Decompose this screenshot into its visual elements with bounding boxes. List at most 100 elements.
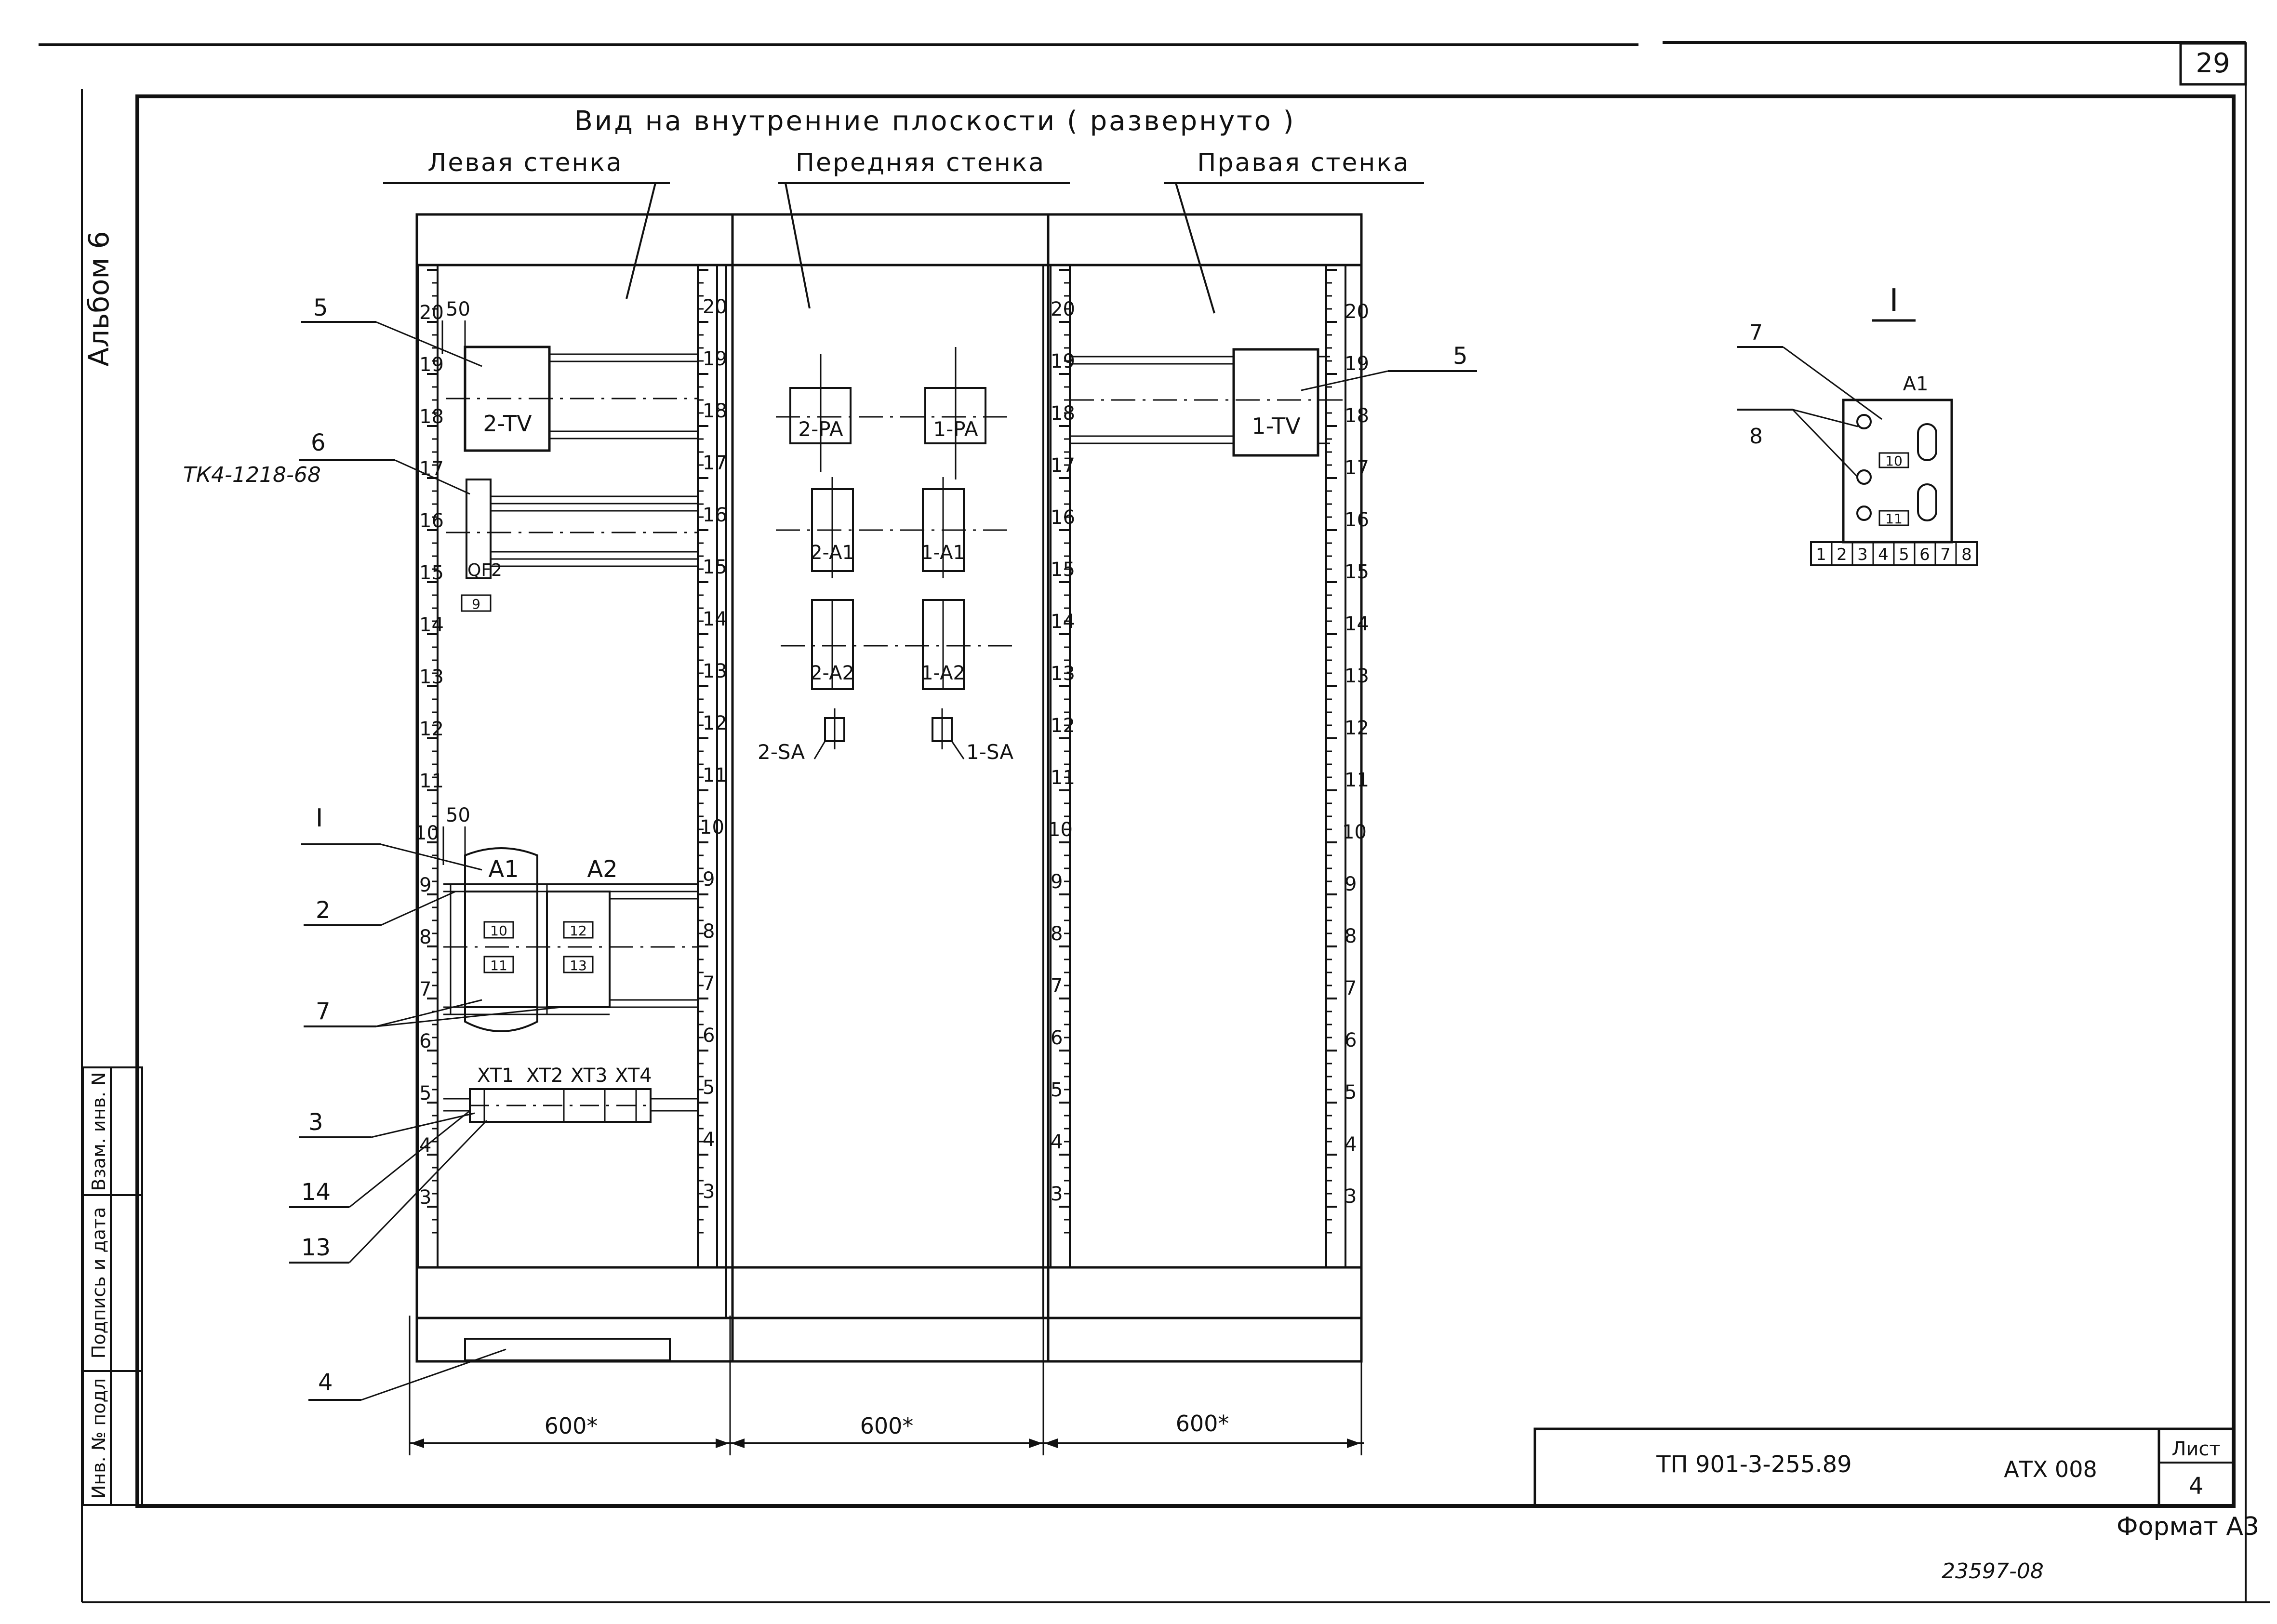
scale-r1-17: 17	[1051, 454, 1075, 477]
scale-l2-13: 13	[703, 660, 727, 682]
scale-r2-11: 11	[1345, 769, 1369, 791]
scale-l1-14: 14	[419, 614, 444, 636]
doc-code: ТП 901-3-255.89	[1656, 1451, 1851, 1478]
xt4-label: XT4	[615, 1065, 652, 1087]
callout-6: 6	[311, 429, 326, 456]
scale-r2-10: 10	[1342, 821, 1367, 843]
scale-l2-17: 17	[703, 452, 727, 474]
main-title: Вид на внутренние плоскости ( развернуто…	[574, 106, 1295, 137]
box-13-label: 13	[570, 958, 587, 973]
title-block: ТП 901-3-255.89 АТХ 008 Лист 4 Формат А3…	[1533, 1427, 2259, 1584]
xt1-label: XT1	[477, 1065, 514, 1087]
callout-7-left: 7	[316, 998, 331, 1025]
part-ref-tk4: ТК4-1218-68	[183, 463, 321, 487]
scale-r1-16: 16	[1051, 506, 1075, 529]
scale-markings: 20 19 18 17 16 15 14 13 12 11 10 9 8 7 6…	[414, 269, 1369, 1234]
scale-r1-8: 8	[1051, 923, 1063, 945]
callout-5-right: 5	[1453, 343, 1468, 370]
width-left: 600*	[545, 1413, 598, 1439]
detail-terminal-6: 6	[1919, 545, 1930, 564]
right-wall-title: Правая стенка	[1197, 148, 1410, 177]
scale-l2-18: 18	[703, 400, 727, 422]
block-a2-label: A2	[587, 856, 617, 883]
scale-l2-5: 5	[703, 1077, 715, 1099]
scale-r2-14: 14	[1345, 613, 1369, 635]
detail-box-10: 10	[1885, 453, 1903, 469]
scale-r2-6: 6	[1345, 1029, 1357, 1052]
scale-r1-10: 10	[1048, 819, 1073, 841]
callout-2: 2	[316, 897, 331, 924]
scale-r1-6: 6	[1051, 1027, 1063, 1049]
stamp-vzam: Взам. инв. N	[88, 1072, 109, 1191]
scale-l1-9: 9	[419, 874, 431, 896]
scale-l2-15: 15	[703, 556, 727, 578]
block-a1-label: A1	[488, 856, 519, 883]
scale-r2-3: 3	[1345, 1185, 1357, 1208]
scale-l1-18: 18	[419, 406, 444, 428]
detail-a1-label: A1	[1903, 373, 1929, 395]
width-dimensions: 600* 600* 600*	[409, 1316, 1364, 1455]
device-qf2-label: QF2	[467, 560, 502, 580]
scale-l2-10: 10	[700, 816, 724, 839]
page-number: 29	[2196, 48, 2230, 79]
detail-I-title: I	[1890, 283, 1899, 319]
scale-l2-11: 11	[703, 764, 727, 786]
device-1tv	[1232, 348, 1319, 457]
dim-50-mid: 50	[446, 804, 470, 826]
callout-3: 3	[308, 1109, 323, 1136]
scale-r1-11: 11	[1051, 767, 1075, 789]
box-12-label: 12	[570, 923, 587, 939]
scale-r2-12: 12	[1345, 717, 1369, 739]
callout-4: 4	[318, 1369, 333, 1396]
scale-r2-17: 17	[1345, 457, 1369, 479]
detail-terminal-3: 3	[1857, 545, 1868, 564]
detail-I: I A1 10 11 7 8 1 2 3 4 5 6 7 8	[1737, 283, 1978, 566]
scale-l1-3: 3	[419, 1186, 431, 1209]
drawing-code: АТХ 008	[2004, 1456, 2097, 1482]
scale-l1-19: 19	[419, 354, 444, 376]
scale-l2-20: 20	[703, 296, 727, 318]
detail-terminal-1: 1	[1816, 545, 1826, 564]
scale-r2-8: 8	[1345, 925, 1357, 947]
scale-r1-9: 9	[1051, 871, 1063, 893]
right-wall: 1-TV 5	[1070, 343, 1477, 457]
front-wall: 2-PA 1-PA 2-A1 1-A1 2-A2 1-A2 2-SA 1-SA	[758, 347, 1014, 764]
sheet-number: 4	[2189, 1473, 2204, 1500]
scale-r1-3: 3	[1051, 1183, 1063, 1205]
sheet-frame: 29	[39, 41, 2270, 1603]
scale-r2-7: 7	[1345, 977, 1357, 999]
box-11-label: 11	[490, 958, 507, 973]
left-wall: 50 2-TV 5 6 ТК4-1218-68 QF2 9 50	[183, 294, 699, 1401]
scale-l1-12: 12	[419, 718, 444, 740]
width-right: 600*	[1176, 1411, 1229, 1437]
scale-l2-3: 3	[703, 1181, 715, 1203]
scale-l1-15: 15	[419, 562, 444, 584]
format-label: Формат А3	[2117, 1512, 2259, 1541]
detail-terminal-2: 2	[1837, 545, 1847, 564]
scale-l1-10: 10	[414, 822, 439, 844]
scale-r2-5: 5	[1345, 1081, 1357, 1104]
scale-l1-11: 11	[419, 770, 444, 792]
scale-l1-5: 5	[419, 1082, 431, 1105]
detail-terminal-5: 5	[1899, 545, 1909, 564]
scale-r2-16: 16	[1345, 509, 1369, 531]
scale-l1-8: 8	[419, 926, 431, 948]
scale-l1-7: 7	[419, 978, 431, 1000]
scale-r1-7: 7	[1051, 975, 1063, 997]
stamp-podpis: Подпись и дата	[88, 1207, 109, 1359]
scale-r1-18: 18	[1051, 402, 1075, 425]
scale-r1-15: 15	[1051, 559, 1075, 581]
block-a1	[464, 891, 538, 1008]
switch-1sa-label: 1-SA	[966, 740, 1013, 764]
callout-14: 14	[301, 1179, 331, 1206]
scale-l2-4: 4	[703, 1129, 715, 1151]
detail-terminal-4: 4	[1878, 545, 1889, 564]
block-a2	[546, 891, 611, 1008]
scale-r2-4: 4	[1345, 1133, 1357, 1156]
front-wall-title: Передняя стенка	[796, 148, 1045, 177]
album-label: Альбом 6	[82, 231, 115, 366]
scale-l2-9: 9	[703, 868, 715, 891]
width-front: 600*	[860, 1413, 914, 1439]
